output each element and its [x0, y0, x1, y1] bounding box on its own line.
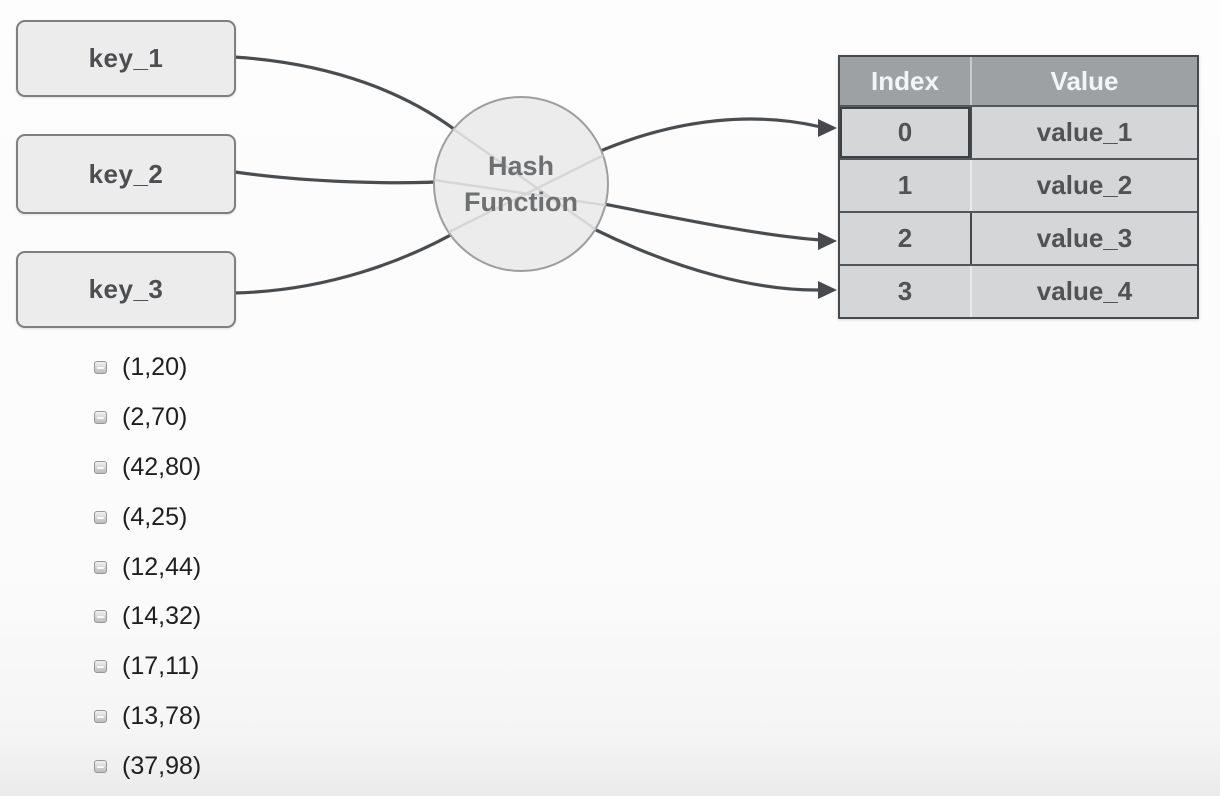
pairs-list: (1,20) (2,70) (42,80) (4,25) (12,44) (14…: [94, 343, 201, 791]
minus-box-icon: [94, 709, 107, 723]
hash-internal-lines: [434, 127, 608, 235]
arrowheads: [818, 119, 837, 299]
pair-text: (1,20): [122, 353, 188, 382]
minus-box-icon: [94, 560, 107, 574]
index-cell: 0: [840, 107, 972, 158]
index-column-header: Index: [840, 57, 972, 105]
key-3-label: key_3: [88, 274, 164, 304]
pair-text: (2,70): [122, 403, 188, 432]
minus-box-icon: [94, 411, 107, 425]
index-cell: 1: [840, 160, 972, 211]
hash-to-table-arrows: [595, 117, 822, 292]
minus-box-icon: [94, 361, 107, 375]
key-3-node: key_3: [16, 251, 236, 328]
pair-text: (37,98): [122, 751, 202, 780]
pair-text: (13,78): [122, 701, 202, 730]
pair-text: (4,25): [122, 502, 188, 531]
hash-function-circle: [433, 96, 609, 272]
key-2-node: key_2: [16, 134, 236, 214]
table-row: 3 value_4: [840, 264, 1197, 317]
pair-text: (17,11): [122, 652, 200, 681]
value-cell: value_1: [1036, 117, 1133, 147]
key-1-label: key_1: [88, 43, 164, 73]
table-row: 1 value_2: [840, 158, 1197, 211]
pair-text: (12,44): [122, 552, 202, 581]
list-item: (17,11): [94, 642, 201, 692]
value-column-header: Value: [1050, 65, 1119, 96]
key-1-node: key_1: [16, 20, 236, 97]
value-cell: value_2: [1036, 170, 1133, 200]
list-item: (42,80): [94, 443, 201, 493]
list-item: (2,70): [94, 393, 201, 443]
table-header-row: Index Value: [840, 57, 1197, 105]
minus-box-icon: [94, 660, 107, 674]
minus-box-icon: [94, 510, 107, 524]
list-item: (12,44): [94, 542, 201, 592]
value-cell: value_3: [1036, 223, 1133, 253]
table-row: 2 value_3: [840, 211, 1197, 264]
key-2-label: key_2: [88, 158, 164, 189]
list-item: (13,78): [94, 692, 201, 742]
list-item: (1,20): [94, 343, 201, 393]
list-item: (14,32): [94, 592, 201, 642]
pair-text: (14,32): [122, 602, 202, 631]
key-to-hash-arrows: [233, 55, 470, 295]
minus-box-icon: [94, 460, 107, 474]
pair-text: (42,80): [122, 452, 202, 481]
index-cell: 2: [840, 213, 972, 264]
index-cell: 3: [840, 266, 972, 317]
list-item: (37,98): [94, 741, 201, 791]
list-item: (4,25): [94, 492, 201, 542]
minus-box-icon: [94, 610, 107, 624]
table-row: 0 value_1: [840, 105, 1197, 158]
value-cell: value_4: [1036, 276, 1133, 306]
minus-box-icon: [94, 759, 107, 773]
hash-table: Index Value 0 value_1 1 value_2 2 value_…: [838, 55, 1199, 319]
